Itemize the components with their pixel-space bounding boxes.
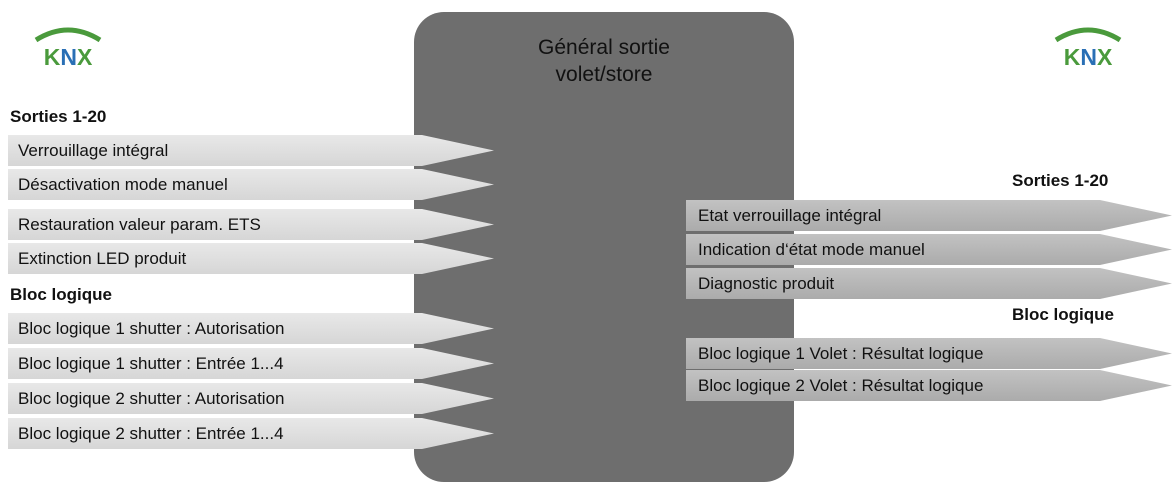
block-title: Général sortie volet/store: [414, 34, 794, 88]
output-arrow: [686, 370, 1172, 401]
input-arrow-label: Extinction LED produit: [18, 249, 187, 268]
knx-logo-right: KNX: [1048, 18, 1128, 68]
output-arrow: [686, 200, 1172, 231]
output-arrow-label: Bloc logique 2 Volet : Résultat logique: [698, 376, 984, 395]
input-arrow: [8, 313, 494, 344]
input-arrow: [8, 209, 494, 240]
input-arrow: [8, 243, 494, 274]
output-arrow: [686, 234, 1172, 265]
output-arrow-label: Diagnostic produit: [698, 274, 835, 293]
knx-logo-left: KNX: [28, 18, 108, 68]
input-arrow-label: Verrouillage intégral: [18, 141, 169, 160]
input-arrow: [8, 418, 494, 449]
output-sorties-label: Sorties 1-20: [1012, 171, 1109, 190]
input-arrow-label: Bloc logique 2 shutter : Entrée 1...4: [18, 424, 284, 443]
svg-text:KNX: KNX: [44, 44, 93, 68]
input-arrow-label: Restauration valeur param. ETS: [18, 215, 261, 234]
input-arrow: [8, 383, 494, 414]
input-arrow: [8, 135, 494, 166]
output-arrow-label: Indication d‘état mode manuel: [698, 240, 925, 259]
output-arrow-label: Etat verrouillage intégral: [698, 206, 882, 225]
input-sorties-label: Sorties 1-20: [10, 107, 107, 126]
block-title-line2: volet/store: [555, 63, 653, 86]
svg-text:KNX: KNX: [1064, 44, 1113, 68]
output-arrow: [686, 268, 1172, 299]
input-arrow-label: Bloc logique 2 shutter : Autorisation: [18, 389, 285, 408]
input-arrow-label: Bloc logique 1 shutter : Entrée 1...4: [18, 354, 284, 373]
input-arrow: [8, 169, 494, 200]
output-arrow: [686, 338, 1172, 369]
input-arrow-label: Désactivation mode manuel: [18, 175, 228, 194]
output-arrow-label: Bloc logique 1 Volet : Résultat logique: [698, 344, 984, 363]
block-title-line1: Général sortie: [538, 36, 670, 59]
input-arrow-label: Bloc logique 1 shutter : Autorisation: [18, 319, 285, 338]
output-bloc-label: Bloc logique: [1012, 305, 1114, 324]
input-arrow: [8, 348, 494, 379]
input-bloc-label: Bloc logique: [10, 285, 112, 304]
